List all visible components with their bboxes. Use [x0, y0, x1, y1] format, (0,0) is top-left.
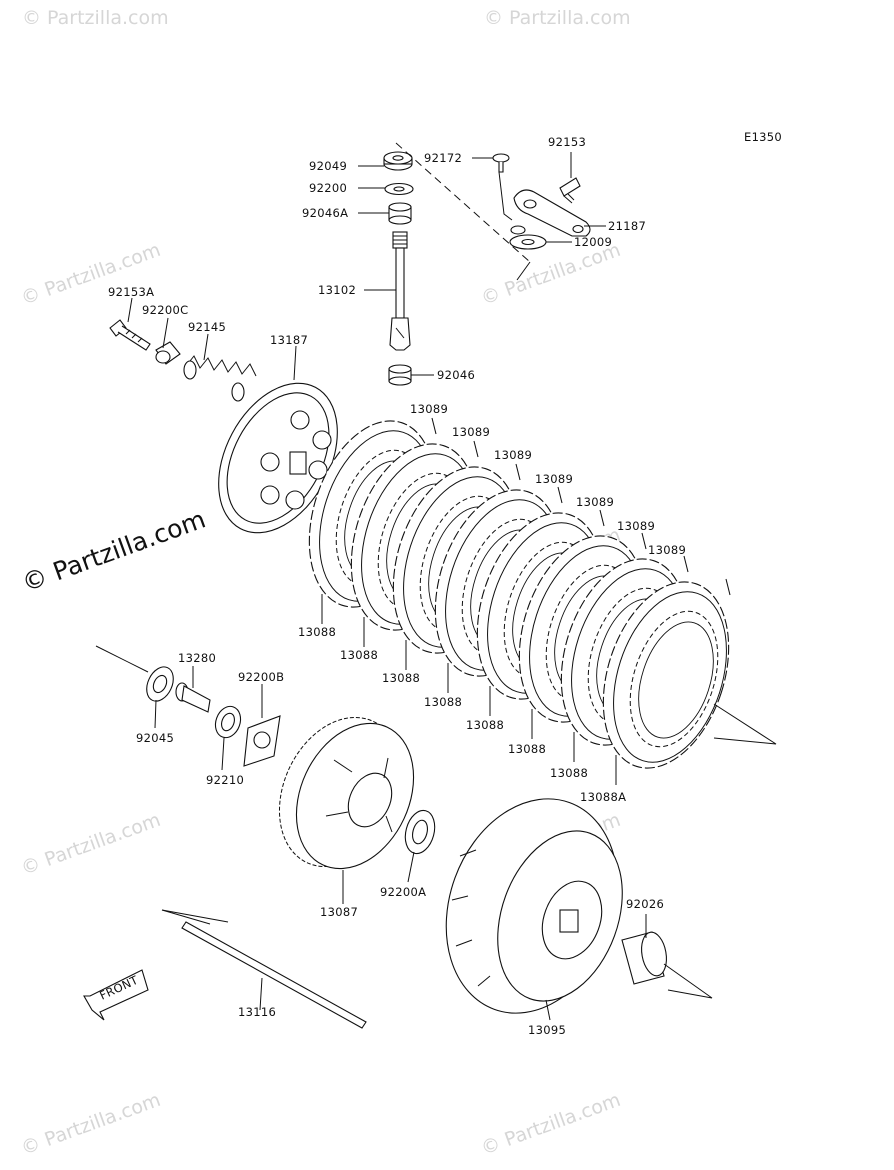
screw-92172	[492, 153, 510, 173]
bearing-92045	[146, 666, 174, 702]
front-arrow-icon: FRONT	[83, 969, 149, 1021]
clutch-housing-13095	[445, 798, 623, 1014]
label-13280: 13280	[178, 651, 216, 665]
watermark: © Partzilla.com	[18, 809, 163, 880]
label-13102: 13102	[318, 283, 356, 297]
bolt-92153	[559, 177, 581, 204]
label-13088A: 13088A	[580, 790, 626, 804]
leader-line	[515, 463, 521, 481]
label-92210: 92210	[206, 773, 244, 787]
label-92145: 92145	[188, 320, 226, 334]
label-92200: 92200	[309, 181, 347, 195]
needle-bearing-92046A	[388, 202, 412, 225]
label-13087: 13087	[320, 905, 358, 919]
spring-92145	[183, 355, 257, 402]
axis-arrow	[713, 703, 777, 745]
label-13089: 13089	[617, 519, 655, 533]
label-13088: 13088	[508, 742, 546, 756]
label-13089: 13089	[452, 425, 490, 439]
label-13089: 13089	[648, 543, 686, 557]
sleeve-92026	[621, 931, 667, 985]
label-13088: 13088	[382, 671, 420, 685]
label-92026: 92026	[626, 897, 664, 911]
label-92200A: 92200A	[380, 885, 426, 899]
label-12009: 12009	[574, 235, 612, 249]
watermark-main: © Partzilla.com	[18, 504, 209, 597]
watermark: © Partzilla.com	[478, 1089, 623, 1160]
label-13187: 13187	[270, 333, 308, 347]
label-92046A: 92046A	[302, 206, 348, 220]
pressure-plate-13187	[218, 382, 338, 534]
watermark: © Partzilla.com	[22, 7, 169, 29]
label-13089: 13089	[410, 402, 448, 416]
label-92046: 92046	[437, 368, 475, 382]
label-13089: 13089	[576, 495, 614, 509]
watermark: © Partzilla.com	[484, 7, 631, 29]
leader-line	[599, 509, 605, 527]
clutch-plate-stack	[308, 417, 731, 785]
leader-line	[473, 440, 479, 458]
collar-92200C	[155, 341, 181, 365]
leader-line	[641, 532, 647, 550]
label-13088: 13088	[298, 625, 336, 639]
label-92045: 92045	[136, 731, 174, 745]
label-13088: 13088	[340, 648, 378, 662]
label-13089: 13089	[535, 472, 573, 486]
release-shaft-13102	[389, 231, 411, 351]
pin-13280	[175, 682, 211, 713]
needle-bearing-92046	[388, 364, 412, 386]
label-92049: 92049	[309, 159, 347, 173]
label-92200B: 92200B	[238, 670, 284, 684]
leader-line	[725, 578, 731, 596]
bearing-92049	[383, 151, 413, 171]
washer-92200B	[243, 715, 281, 767]
part-labels: 92049 92200 92046A 13102 92046 92172 921…	[108, 135, 686, 1037]
label-13095: 13095	[528, 1023, 566, 1037]
watermark: © Partzilla.com	[18, 239, 163, 310]
leader-line	[557, 486, 563, 504]
bolt-92153A	[109, 319, 151, 351]
label-92172: 92172	[424, 151, 462, 165]
leader-line	[431, 417, 437, 435]
label-92153A: 92153A	[108, 285, 154, 299]
leader-lines	[127, 152, 647, 1021]
diagram-code: E1350	[744, 130, 782, 144]
axis-line	[95, 645, 149, 673]
axis-arrow	[663, 963, 713, 999]
release-lever-21187	[513, 189, 591, 237]
label-13116: 13116	[238, 1005, 276, 1019]
label-92153: 92153	[548, 135, 586, 149]
push-rod-13116	[161, 909, 367, 1029]
bushing-92210	[214, 705, 242, 739]
label-21187: 21187	[608, 219, 646, 233]
clutch-plate	[602, 581, 730, 769]
label-13088: 13088	[466, 718, 504, 732]
label-13088: 13088	[424, 695, 462, 709]
label-13089: 13089	[494, 448, 532, 462]
label-92200C: 92200C	[142, 303, 188, 317]
washer-92200	[384, 182, 414, 196]
label-13088: 13088	[550, 766, 588, 780]
push-rod-assembly	[383, 142, 591, 386]
washer-12009	[509, 225, 547, 250]
leader-line	[683, 555, 689, 573]
clutch-hub-13087	[278, 716, 415, 870]
spring-bolt-set	[109, 319, 257, 402]
watermark: © Partzilla.com	[478, 239, 623, 310]
washer-92200A	[404, 809, 436, 855]
watermark: © Partzilla.com	[18, 1089, 163, 1160]
